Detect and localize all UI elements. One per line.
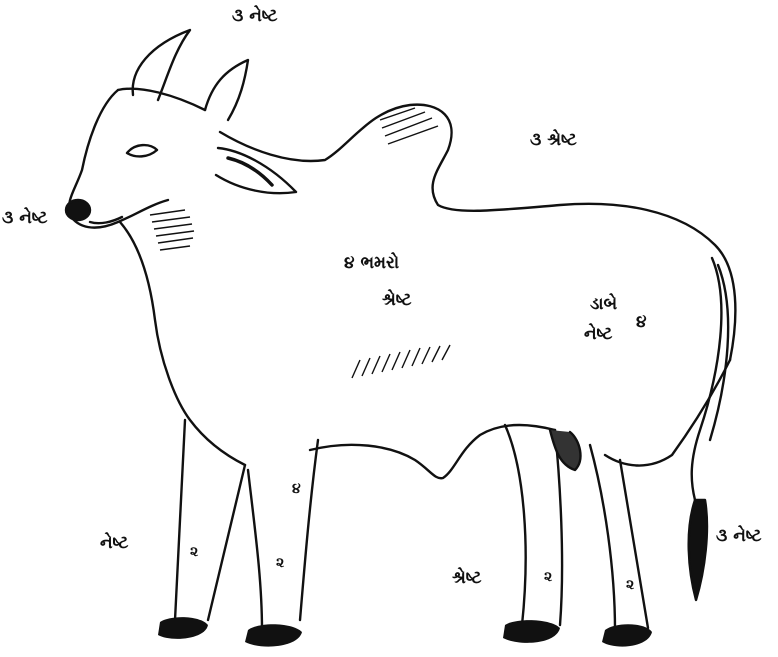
body-label-bottom: શ્રેષ્ટ [382,292,412,309]
flank-label-top: ડાબે [590,296,617,313]
nose [66,200,90,220]
flank-label-bottom: નેષ્ટ [584,326,612,343]
eye [127,145,157,156]
leg-side-number: ૪ [292,482,301,496]
tail [692,258,722,500]
tail-label: ૩ નેષ્ટ [716,528,762,545]
nose-label: ૩ નેષ્ટ [2,210,48,227]
leg3-number: ૨ [544,570,552,584]
hind-leg-2 [590,445,615,630]
leg4-number: ૨ [626,578,634,592]
hump-label: ૩ શ્રેષ્ટ [530,132,577,149]
hind-leg-1 [505,425,526,625]
front-leg-1 [175,420,185,620]
right-horn [205,60,248,120]
front-leg-label: નેષ્ટ [100,535,128,552]
dewlap [120,222,245,465]
horns-label: ૩ નેષ્ટ [232,8,278,25]
hind-label: શ્રેષ્ટ [452,570,482,587]
front-leg-2 [248,470,262,630]
shading [150,108,450,378]
back-outline [220,105,735,360]
body-label-top: ૪ ભમરો [344,255,399,272]
leg1-number: ૨ [190,545,198,559]
hooves [158,617,652,646]
leg2-number: ૨ [276,556,284,570]
flank-number: ૪ [636,314,647,331]
